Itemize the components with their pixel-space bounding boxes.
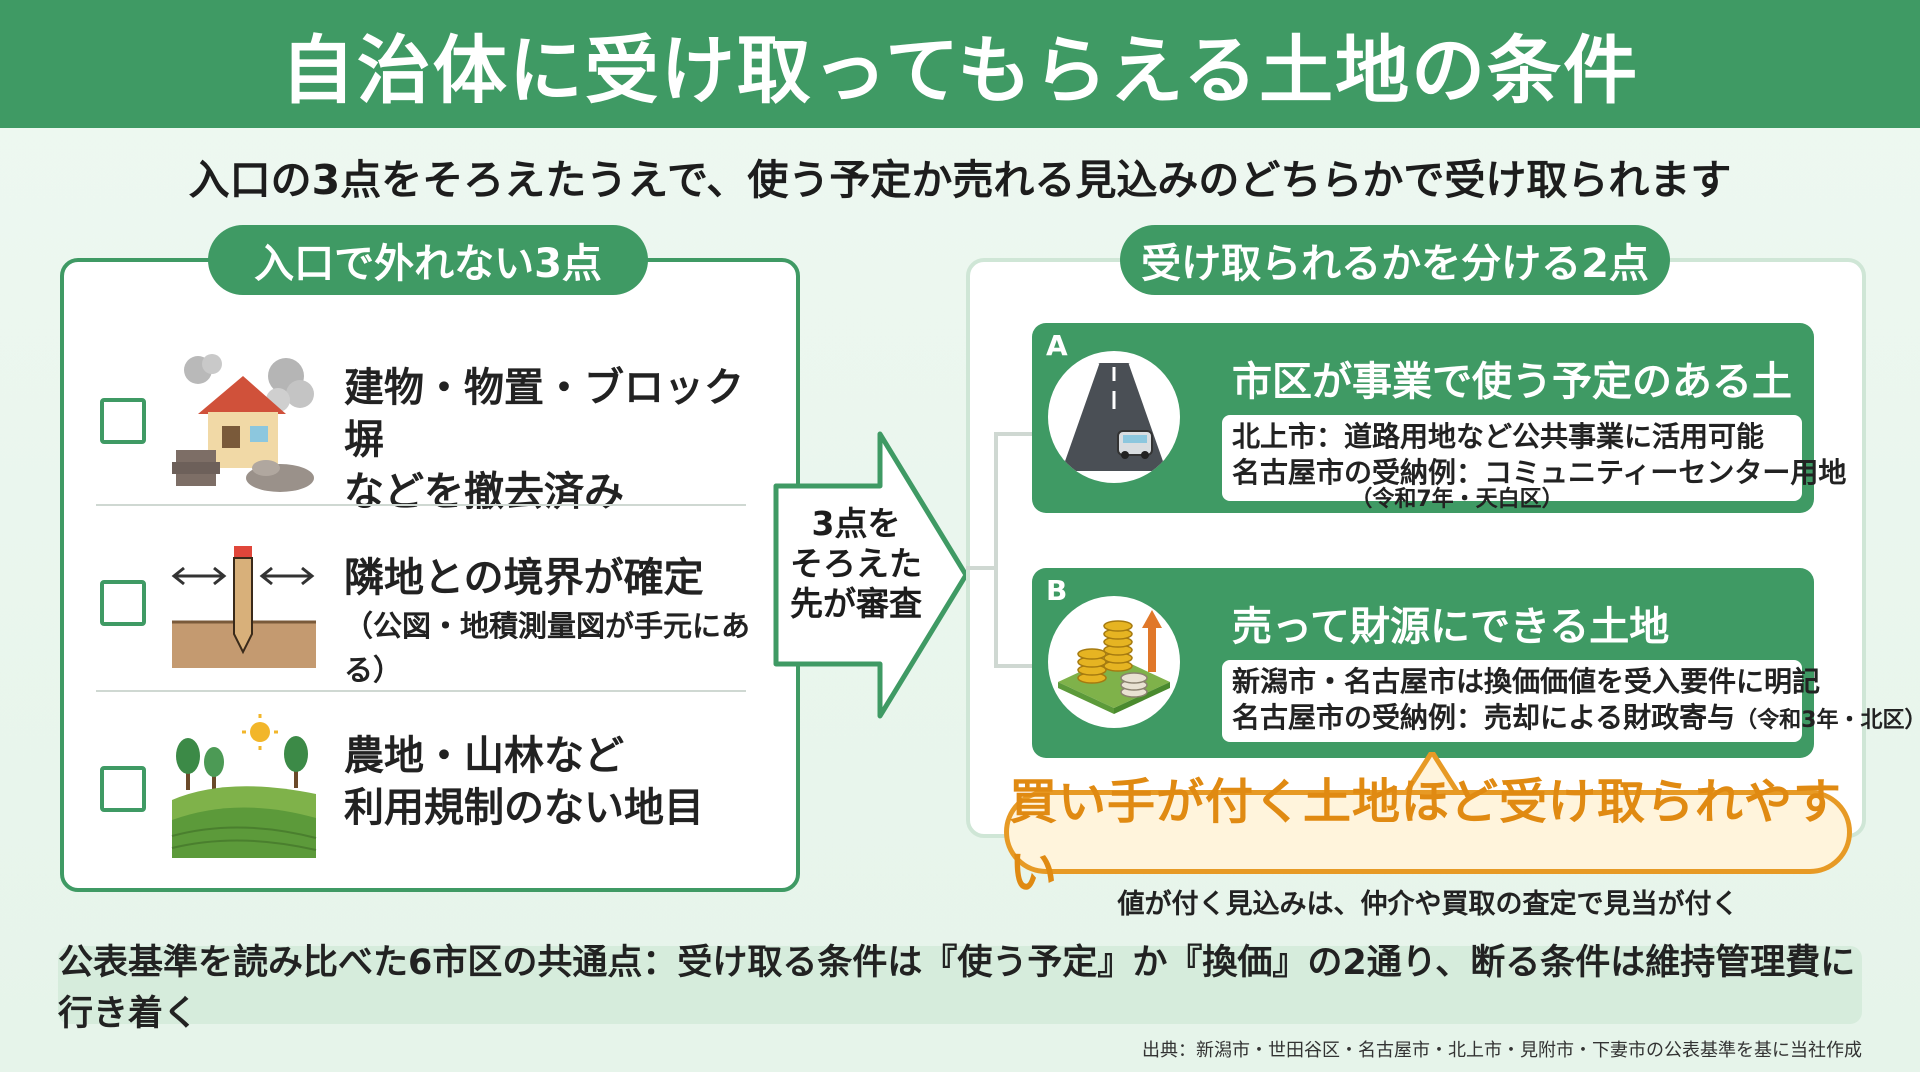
checkbox[interactable]	[100, 398, 146, 444]
arrow-line3: 先が審査	[790, 584, 922, 623]
page-title: 自治体に受け取ってもらえる土地の条件	[280, 27, 1640, 114]
card-detail-line2: 名古屋市の受納例：コミュニティーセンター用地	[1232, 456, 1847, 489]
subtitle: 入口の3点をそろえたうえで、使う予定か売れる見込みのどちらかで受け取られます	[188, 156, 1732, 204]
callout-note: 値が付く見込みは、仲介や買取の査定で見当が付く	[1117, 889, 1739, 920]
card-details: 北上市：道路用地など公共事業に活用可能 名古屋市の受納例：コミュニティーセンター…	[1222, 415, 1847, 512]
farmland-forest-icon	[168, 710, 318, 860]
card-detail-line3: （令和7年・天白区）	[1350, 487, 1564, 512]
divider	[96, 690, 746, 692]
criteria-card-a: A 市区が事業で使う予定のある土地 北上市：道路用地など公共事業に活用可能 名古…	[1032, 323, 1847, 513]
card-detail-line1: 新潟市・名古屋市は換価価値を受入要件に明記	[1232, 665, 1821, 698]
card-detail-line2: 名古屋市の受納例：売却による財政寄与	[1232, 701, 1736, 734]
arrow-line1: 3点を	[811, 504, 901, 543]
coins-land-icon	[1048, 596, 1180, 728]
source-note: 出典：新潟市・世田谷区・名古屋市・北上市・見附市・下妻市の公表基準を基に当社作成	[1142, 1040, 1862, 1061]
bottom-summary: 公表基準を読み比べた6市区の共通点：受け取る条件は『使う予定』か『換価』の2通り…	[58, 943, 1862, 1034]
left-panel-heading: 入口で外れない3点	[208, 225, 648, 295]
condition-item-boundary: 隣地との境界が確定 （公図・地積測量図が手元にある）	[64, 510, 750, 690]
condition-item-land-category: 農地・山林など 利用規制のない地目	[64, 696, 744, 876]
card-details: 新潟市・名古屋市は換価価値を受入要件に明記 名古屋市の受納例：売却による財政寄与…	[1222, 660, 1920, 742]
road-car-icon	[1048, 351, 1180, 483]
item-line2: などを撤去済み	[344, 469, 624, 515]
key-callout: 買い手が付く土地ほど受け取られやすい	[1004, 774, 1852, 900]
card-letter: A	[1046, 329, 1068, 362]
card-letter: B	[1046, 574, 1068, 607]
flow-arrow	[770, 430, 970, 720]
card-detail-line1: 北上市：道路用地など公共事業に活用可能	[1232, 420, 1765, 453]
arrow-line2: そろえた	[790, 544, 922, 583]
connector-line	[966, 566, 996, 570]
card-detail-line2-wrap: 名古屋市の受納例：売却による財政寄与（令和3年・北区）	[1232, 700, 1920, 739]
demolished-house-icon	[168, 342, 318, 492]
item-line1: 隣地との境界が確定	[344, 555, 704, 601]
condition-item-demolition: 建物・物置・ブロック塀 などを撤去済み	[64, 328, 744, 515]
card-title: 売って財源にできる土地	[1232, 604, 1670, 650]
item-line2: 利用規制のない地目	[344, 785, 704, 831]
right-panel-heading: 受け取られるかを分ける2点	[1120, 225, 1670, 295]
criteria-card-b: B 売って財源にできる土地 新潟市・名古屋市は換価価値を受入要件に明記 名古屋市…	[1032, 568, 1920, 758]
divider	[96, 504, 746, 506]
item-note: （公図・地積測量図が手元にある）	[344, 609, 751, 687]
item-line1: 建物・物置・ブロック塀	[344, 365, 744, 463]
card-detail-line2-note: （令和3年・北区）	[1735, 708, 1920, 733]
boundary-stake-icon	[168, 524, 318, 674]
item-line1: 農地・山林など	[344, 733, 624, 779]
connector-bracket	[994, 432, 1034, 668]
flow-arrow-label: 3点を そろえた 先が審査	[776, 504, 936, 624]
checkbox[interactable]	[100, 580, 146, 626]
title-bar: 自治体に受け取ってもらえる土地の条件	[0, 0, 1920, 128]
checkbox[interactable]	[100, 766, 146, 812]
